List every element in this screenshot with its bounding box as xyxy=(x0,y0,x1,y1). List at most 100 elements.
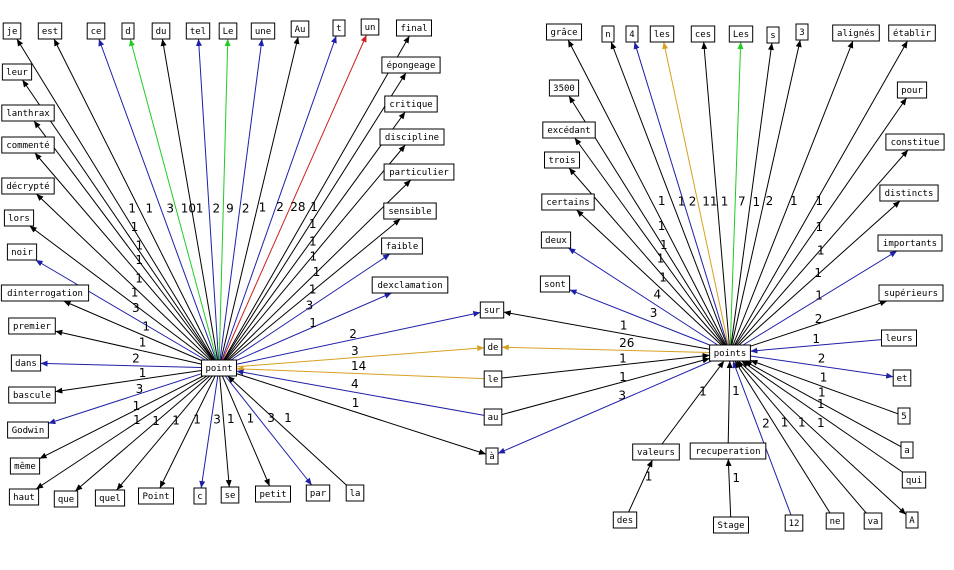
edge-points-a xyxy=(497,360,712,454)
node-box xyxy=(540,231,572,249)
edge-recuperation-points xyxy=(726,360,733,444)
edge-points-excedant xyxy=(574,137,725,346)
node-box xyxy=(53,490,79,508)
node-alignes: alignés xyxy=(832,24,880,42)
node-box xyxy=(548,79,580,97)
node-label: sur xyxy=(484,306,501,316)
node-box xyxy=(384,95,438,113)
node-points: points xyxy=(709,344,751,362)
edge-point-epongeage xyxy=(223,72,407,361)
node-label: haut xyxy=(13,493,35,503)
node-label: Au xyxy=(295,25,306,35)
edge-point-est xyxy=(53,38,216,361)
edge-weight: 28 xyxy=(290,200,305,214)
node-box xyxy=(383,163,455,181)
edge-point-final xyxy=(223,35,410,361)
node-label: a xyxy=(904,446,909,456)
node-box xyxy=(878,284,944,302)
edge-weight: 1 xyxy=(135,271,143,285)
edge-point-leur xyxy=(22,79,214,361)
node-box xyxy=(632,443,680,461)
node-label: ce xyxy=(91,27,102,37)
node-leur: leur xyxy=(1,63,33,81)
node-de: de xyxy=(483,338,503,356)
node-grace: grâce xyxy=(546,23,582,41)
node-box xyxy=(151,22,171,40)
edge-point-sur xyxy=(236,311,481,365)
node-label: critique xyxy=(389,100,432,110)
edge-des-valeurs xyxy=(628,459,653,513)
node-label: tel xyxy=(190,27,206,37)
edge-weight: 1 xyxy=(309,283,317,297)
node-Point: Point xyxy=(138,487,174,505)
node-sont: sont xyxy=(539,275,571,293)
node-box xyxy=(379,128,445,146)
node-box xyxy=(485,447,499,465)
node-box xyxy=(825,512,845,530)
edge-point-commente xyxy=(34,152,213,361)
node-label: final xyxy=(400,24,427,34)
edge-point-une xyxy=(219,38,265,361)
edge-weight: 26 xyxy=(619,336,634,350)
node-au: au xyxy=(483,408,503,426)
node-bascule: bascule xyxy=(8,386,56,404)
edge-weight: 1 xyxy=(814,266,822,280)
node-box xyxy=(896,81,928,99)
node-un: un xyxy=(360,18,380,36)
edge-weight: 1 xyxy=(815,289,823,303)
edge-weight: 1 xyxy=(820,370,828,384)
node-leurs: leurs xyxy=(881,329,917,347)
node-box xyxy=(360,18,380,36)
edge-weight: 1 xyxy=(128,202,136,216)
node-label: 3 xyxy=(799,28,804,38)
node-label: est xyxy=(42,27,58,37)
node-box xyxy=(881,329,917,347)
node-box xyxy=(10,354,42,372)
node-box xyxy=(649,25,675,43)
edge-leurs-points xyxy=(750,339,882,354)
edge-weight: 1 xyxy=(284,411,292,425)
node-premier: premier xyxy=(8,317,56,335)
edge-au-points xyxy=(501,357,710,416)
node-box xyxy=(121,22,135,40)
node-box xyxy=(863,512,883,530)
edge-weight: 14 xyxy=(351,359,366,373)
node-les: les xyxy=(649,25,675,43)
node-d: d xyxy=(121,22,135,40)
node-box xyxy=(832,24,880,42)
node-Stage: Stage xyxy=(713,516,749,534)
node-box xyxy=(185,22,211,40)
node-box xyxy=(905,511,919,529)
node-label: ne xyxy=(830,517,841,527)
edge-point-a xyxy=(236,373,487,455)
edge-weight: 1 xyxy=(699,384,707,398)
edge-point-Le xyxy=(218,38,231,361)
node-box xyxy=(483,408,503,426)
edge-points-ces xyxy=(701,41,730,346)
edge-point-dinterrogation xyxy=(63,300,202,361)
edge-weight: 1 xyxy=(815,194,823,208)
node-Au: Au xyxy=(290,20,310,38)
node-une: une xyxy=(250,22,276,40)
edge-weight: 1 xyxy=(658,194,666,208)
node-quel: quel xyxy=(94,489,126,507)
node-box xyxy=(290,20,310,38)
node-label: noir xyxy=(11,248,33,258)
edge-points-Les xyxy=(729,41,744,346)
node-box xyxy=(713,516,749,534)
node-trois: trois xyxy=(544,151,580,169)
node-decrypte: décrypté xyxy=(1,177,55,195)
node-box xyxy=(900,441,914,459)
edge-weight: 1 xyxy=(818,386,826,400)
node-label: grâce xyxy=(550,28,577,38)
node-label: leurs xyxy=(885,334,912,344)
node-label: que xyxy=(58,495,74,505)
edge-points-sur xyxy=(503,310,710,350)
node-label: les xyxy=(654,30,670,40)
edge-point-particulier xyxy=(226,179,412,361)
node-par: par xyxy=(305,484,331,502)
node-5: 5 xyxy=(897,407,911,425)
edge-point-du xyxy=(160,38,219,361)
node-label: points xyxy=(714,349,747,359)
edge-weight: 1 xyxy=(817,397,825,411)
